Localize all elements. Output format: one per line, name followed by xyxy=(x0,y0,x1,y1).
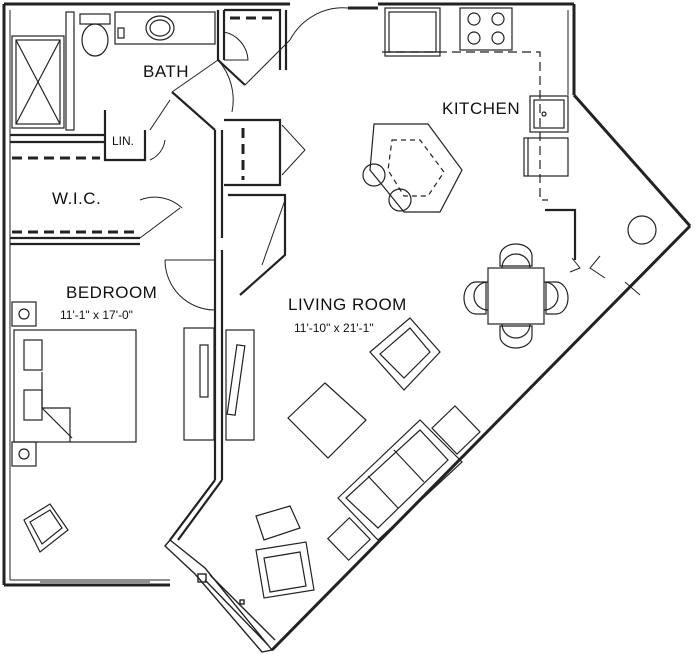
room-label-bedroom: BEDROOM xyxy=(66,283,158,302)
living-furniture xyxy=(255,243,569,599)
room-label-kitchen: KITCHEN xyxy=(442,99,521,118)
room-dimensions-bedroom: 11'-1" x 17'-0" xyxy=(60,308,133,322)
room-label-walk-in-closet: W.I.C. xyxy=(52,189,102,208)
room-label-bath: BATH xyxy=(143,62,190,81)
bedroom-furniture xyxy=(11,301,255,553)
bay-window xyxy=(164,539,276,653)
room-label-living-room: LIVING ROOM xyxy=(288,295,407,314)
room-dimensions-living-room: 11'-10" x 21'-1" xyxy=(294,321,374,335)
interior-walls xyxy=(10,8,577,541)
kitchen-fixtures xyxy=(362,7,657,245)
bath-fixtures xyxy=(11,11,216,131)
doors xyxy=(139,7,641,311)
room-label-linen: LIN. xyxy=(112,134,135,148)
